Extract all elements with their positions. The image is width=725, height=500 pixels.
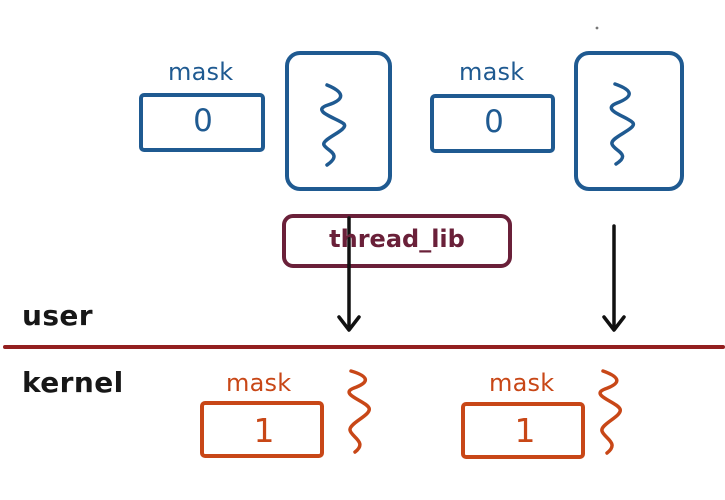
kernel-mask-value-1: 1 — [253, 411, 275, 450]
user-mask-label-2: mask — [459, 58, 525, 86]
squiggle-icon — [598, 369, 622, 455]
kernel-mask-value-2: 1 — [514, 411, 536, 450]
kernel-mask-label-2: mask — [489, 369, 555, 397]
user-thread-frame-2 — [574, 51, 684, 191]
user-mask-box-1 — [139, 93, 265, 152]
squiggle-icon — [320, 83, 347, 167]
user-mask-value-2: 0 — [484, 104, 504, 140]
user-space-label: user — [22, 299, 93, 332]
kernel-mask-label-1: mask — [226, 369, 292, 397]
user-thread-frame-1 — [285, 51, 392, 191]
kernel-mask-box-2 — [461, 402, 585, 459]
thread-library-box — [282, 214, 512, 268]
squiggle-icon — [347, 369, 371, 454]
user-mask-value-1: 0 — [193, 103, 213, 139]
kernel-space-label: kernel — [22, 366, 124, 399]
squiggle-icon — [609, 82, 635, 166]
down-arrow-icon — [337, 315, 361, 332]
user-mask-label-1: mask — [168, 58, 234, 86]
kernel-mask-box-1 — [200, 401, 324, 458]
thread-library-label: thread_lib — [329, 225, 465, 253]
user-mask-box-2 — [430, 94, 555, 153]
image-speck — [595, 26, 599, 30]
down-arrow-icon — [602, 315, 626, 332]
